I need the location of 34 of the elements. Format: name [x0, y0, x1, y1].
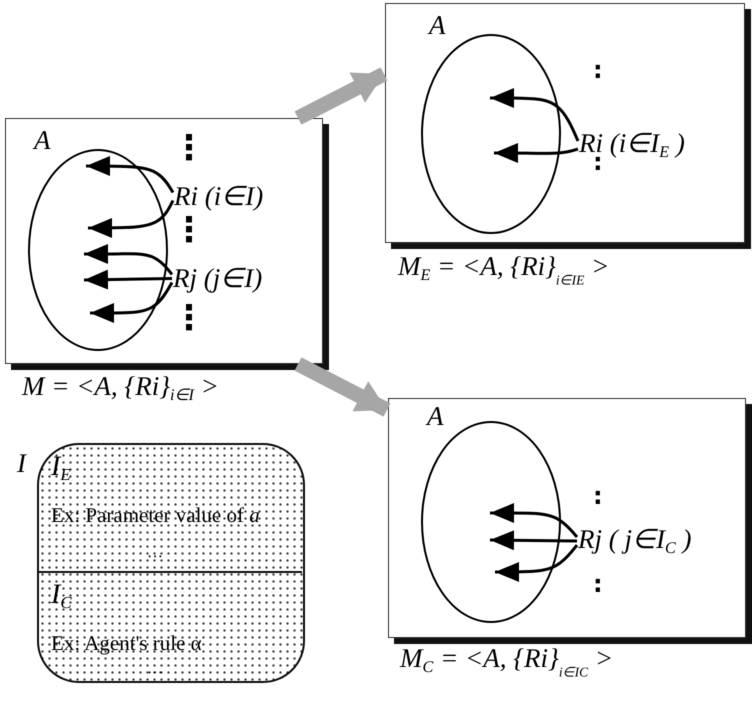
- subset-name: I$_{C}$: [51, 581, 72, 612]
- arrow: [490, 88, 580, 142]
- arrow: [294, 357, 390, 417]
- ellipsis-dots: ⋮: [172, 131, 206, 165]
- ellipsis-text: …: [147, 545, 163, 561]
- model-formula: M$_{C}$ = <A, {Ri}$_{i∈I}$$_{C}$ >: [400, 642, 614, 681]
- arrow: [84, 244, 174, 276]
- model-formula: M = <A, {Ri}$_{i∈I}$ >: [22, 370, 219, 406]
- ellipsis-dots: :: [593, 572, 603, 596]
- ellipsis-dots: :: [593, 58, 603, 82]
- set-name: A: [427, 403, 444, 430]
- arrow: [490, 530, 578, 550]
- arrow: [86, 156, 174, 194]
- arrow: [494, 143, 578, 163]
- relation-label: Rj ( j∈I$_{C}$ ): [578, 526, 692, 556]
- arrow: [490, 503, 578, 538]
- ellipsis-dots: :: [593, 484, 603, 508]
- set-name: A: [429, 12, 446, 39]
- arrow: [84, 270, 172, 290]
- arrow: [90, 282, 174, 323]
- arrow: [88, 200, 174, 238]
- relation-label: Rj (j∈I): [173, 265, 262, 292]
- subset-name: I$_{E}$: [51, 453, 71, 484]
- set-name: A: [34, 127, 50, 154]
- ellipsis-dots: ⋮: [172, 301, 206, 335]
- example-text: Ex: Parameter value of a: [51, 505, 260, 526]
- ellipsis-text: …: [147, 661, 163, 677]
- set-name: I: [17, 450, 26, 477]
- arrow: [294, 67, 388, 125]
- arrow: [495, 544, 578, 582]
- example-text: Ex: Agent's rule α: [51, 633, 202, 654]
- model-formula: M$_{E}$ = <A, {Ri}$_{i∈I}$$_{E}$ >: [398, 250, 610, 289]
- relation-label: Ri (i∈I): [174, 183, 264, 210]
- ellipsis-dots: ⋮: [172, 213, 206, 247]
